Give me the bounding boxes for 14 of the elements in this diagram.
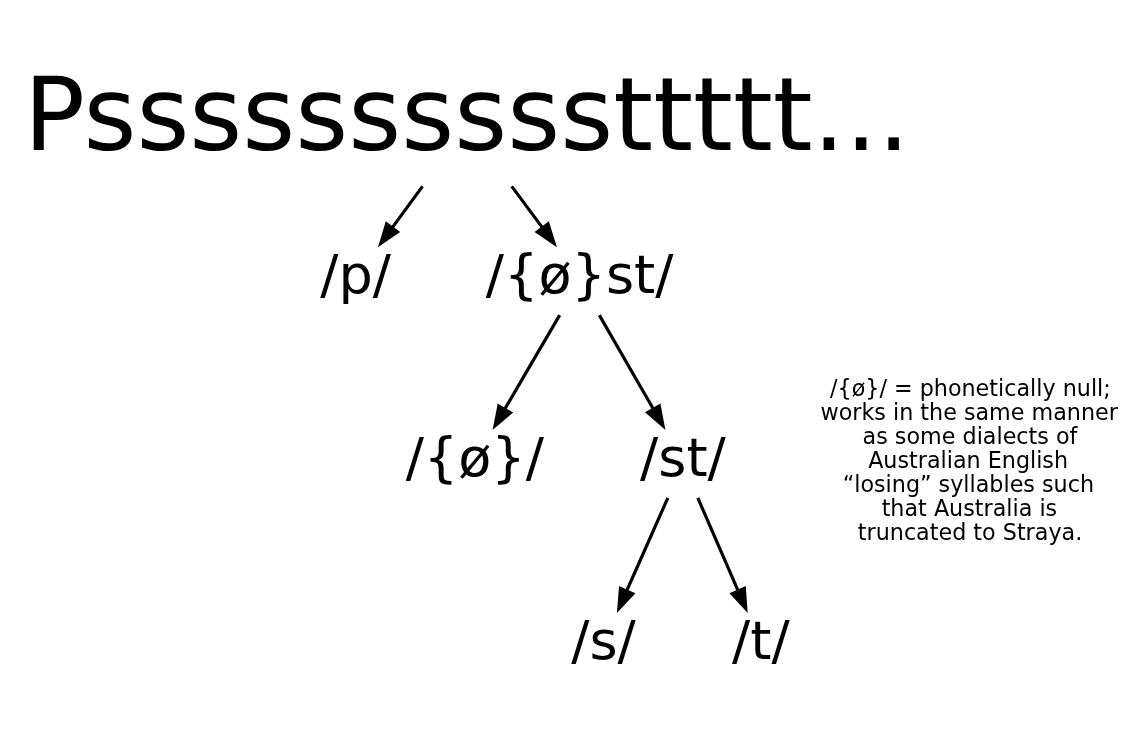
node-text: /{ø}st/ [485,242,674,306]
node-text: /t/ [732,608,790,672]
node-text: /s/ [571,608,636,672]
node-text: /p/ [320,242,391,306]
node-text: Pssssssssssttttt... [23,55,910,174]
arrow [377,184,424,247]
node-text: /st/ [640,425,726,489]
arrow [597,313,666,430]
arrow [510,184,557,247]
label: /{ø}/ = phonetically null; works in the same manner as some dialects of Australian English “losing” syllables such that Australia is truncated to Straya. [820,374,1118,544]
arrow [492,313,562,430]
node-text: /{ø}/ [405,425,544,489]
arrow [696,496,748,613]
arrow [616,496,670,613]
